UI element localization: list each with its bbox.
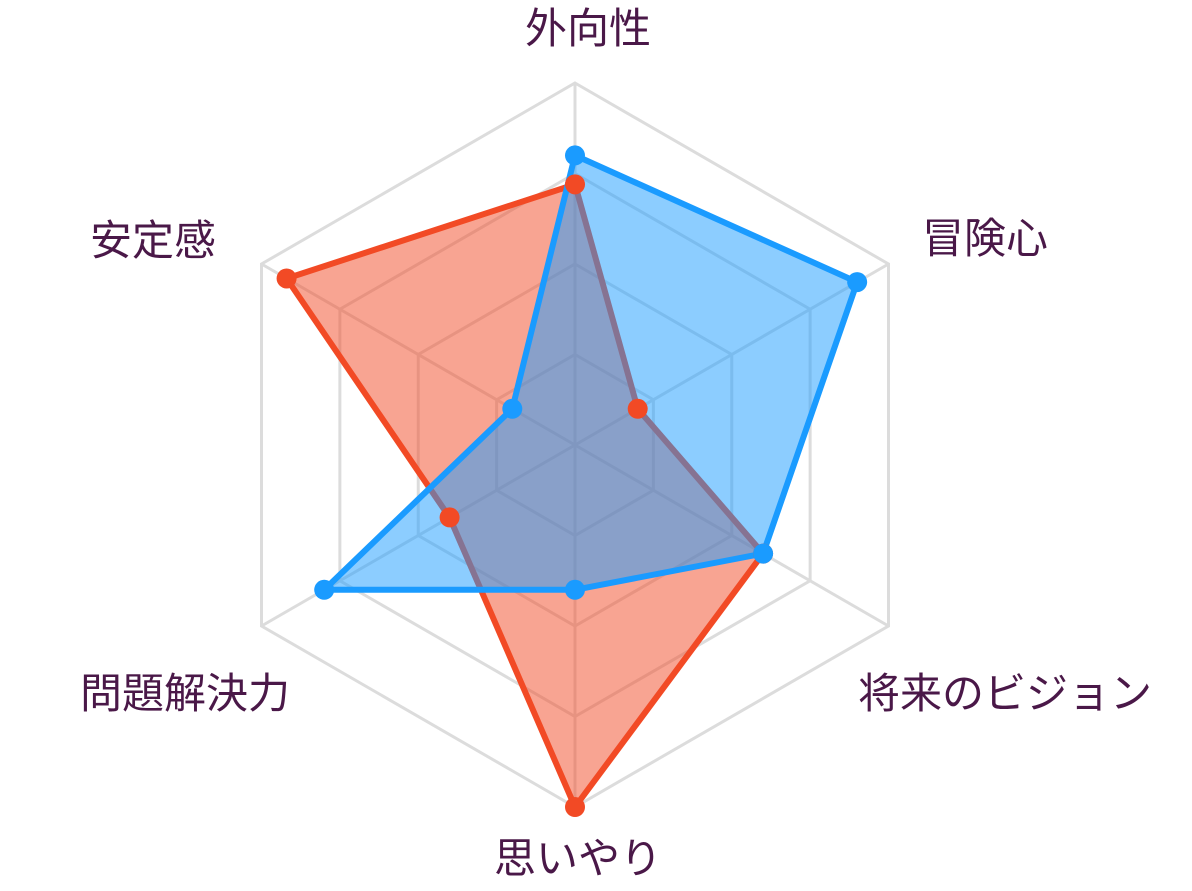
radar-series [276, 145, 868, 817]
axis-label-0: 外向性 [525, 4, 651, 53]
series-red-point-4 [439, 507, 460, 528]
series-red-point-3 [565, 797, 585, 817]
axis-label-1: 冒険心 [922, 214, 1048, 263]
series-blue-point-5 [502, 398, 523, 419]
series-red-point-5 [276, 268, 297, 289]
axis-label-3: 思いやり [494, 834, 662, 883]
axis-label-4: 問題解決力 [80, 669, 290, 718]
axis-label-2: 将来のビジョン [858, 669, 1152, 718]
axis-label-5: 安定感 [90, 216, 216, 265]
series-red-point-0 [565, 174, 585, 195]
series-blue-point-4 [314, 579, 335, 600]
series-blue-point-2 [753, 543, 774, 564]
series-blue-point-3 [565, 579, 585, 600]
series-blue-point-1 [847, 272, 868, 293]
series-red-point-1 [627, 398, 648, 419]
series-blue-point-0 [565, 145, 585, 166]
axis-labels: 外向性 冒険心 将来のビジョン 思いやり 問題解決力 安定感 [80, 4, 1152, 883]
